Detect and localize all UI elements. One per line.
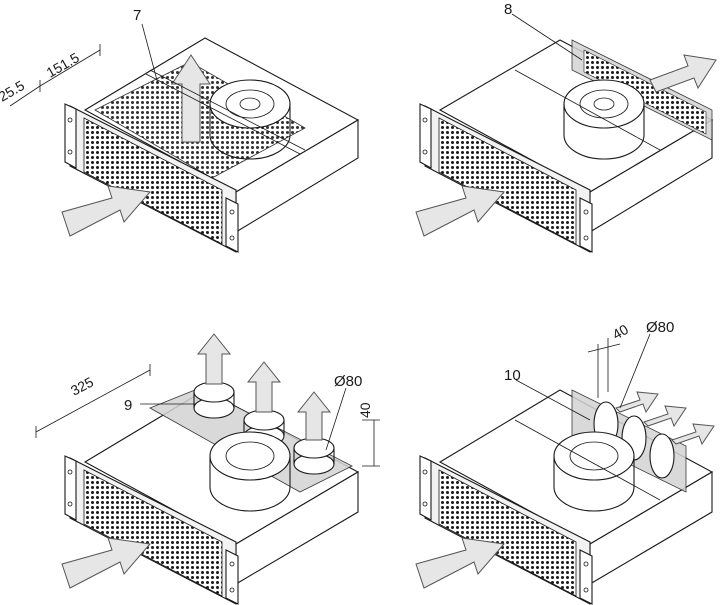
dimension-151-5: 151.5: [44, 49, 83, 80]
panel-3-top-fans: [35, 333, 380, 605]
panel-1-top-filter: [9, 23, 360, 253]
callout-10: 10: [504, 367, 521, 384]
panel-4-rear-fans: [415, 333, 715, 605]
callout-9: 9: [124, 397, 132, 414]
dimension-dia-80-rear: Ø80: [646, 319, 674, 336]
dimension-325: 325: [68, 373, 96, 398]
dimension-40-height: 40: [357, 402, 373, 418]
callout-7: 7: [133, 7, 141, 24]
dimension-40-width: 40: [610, 321, 632, 343]
dimension-25-5: 25.5: [0, 77, 27, 105]
panel-2-rear-filter: [415, 13, 717, 253]
dimension-dia-80-top: Ø80: [334, 373, 362, 390]
callout-8: 8: [504, 1, 512, 18]
